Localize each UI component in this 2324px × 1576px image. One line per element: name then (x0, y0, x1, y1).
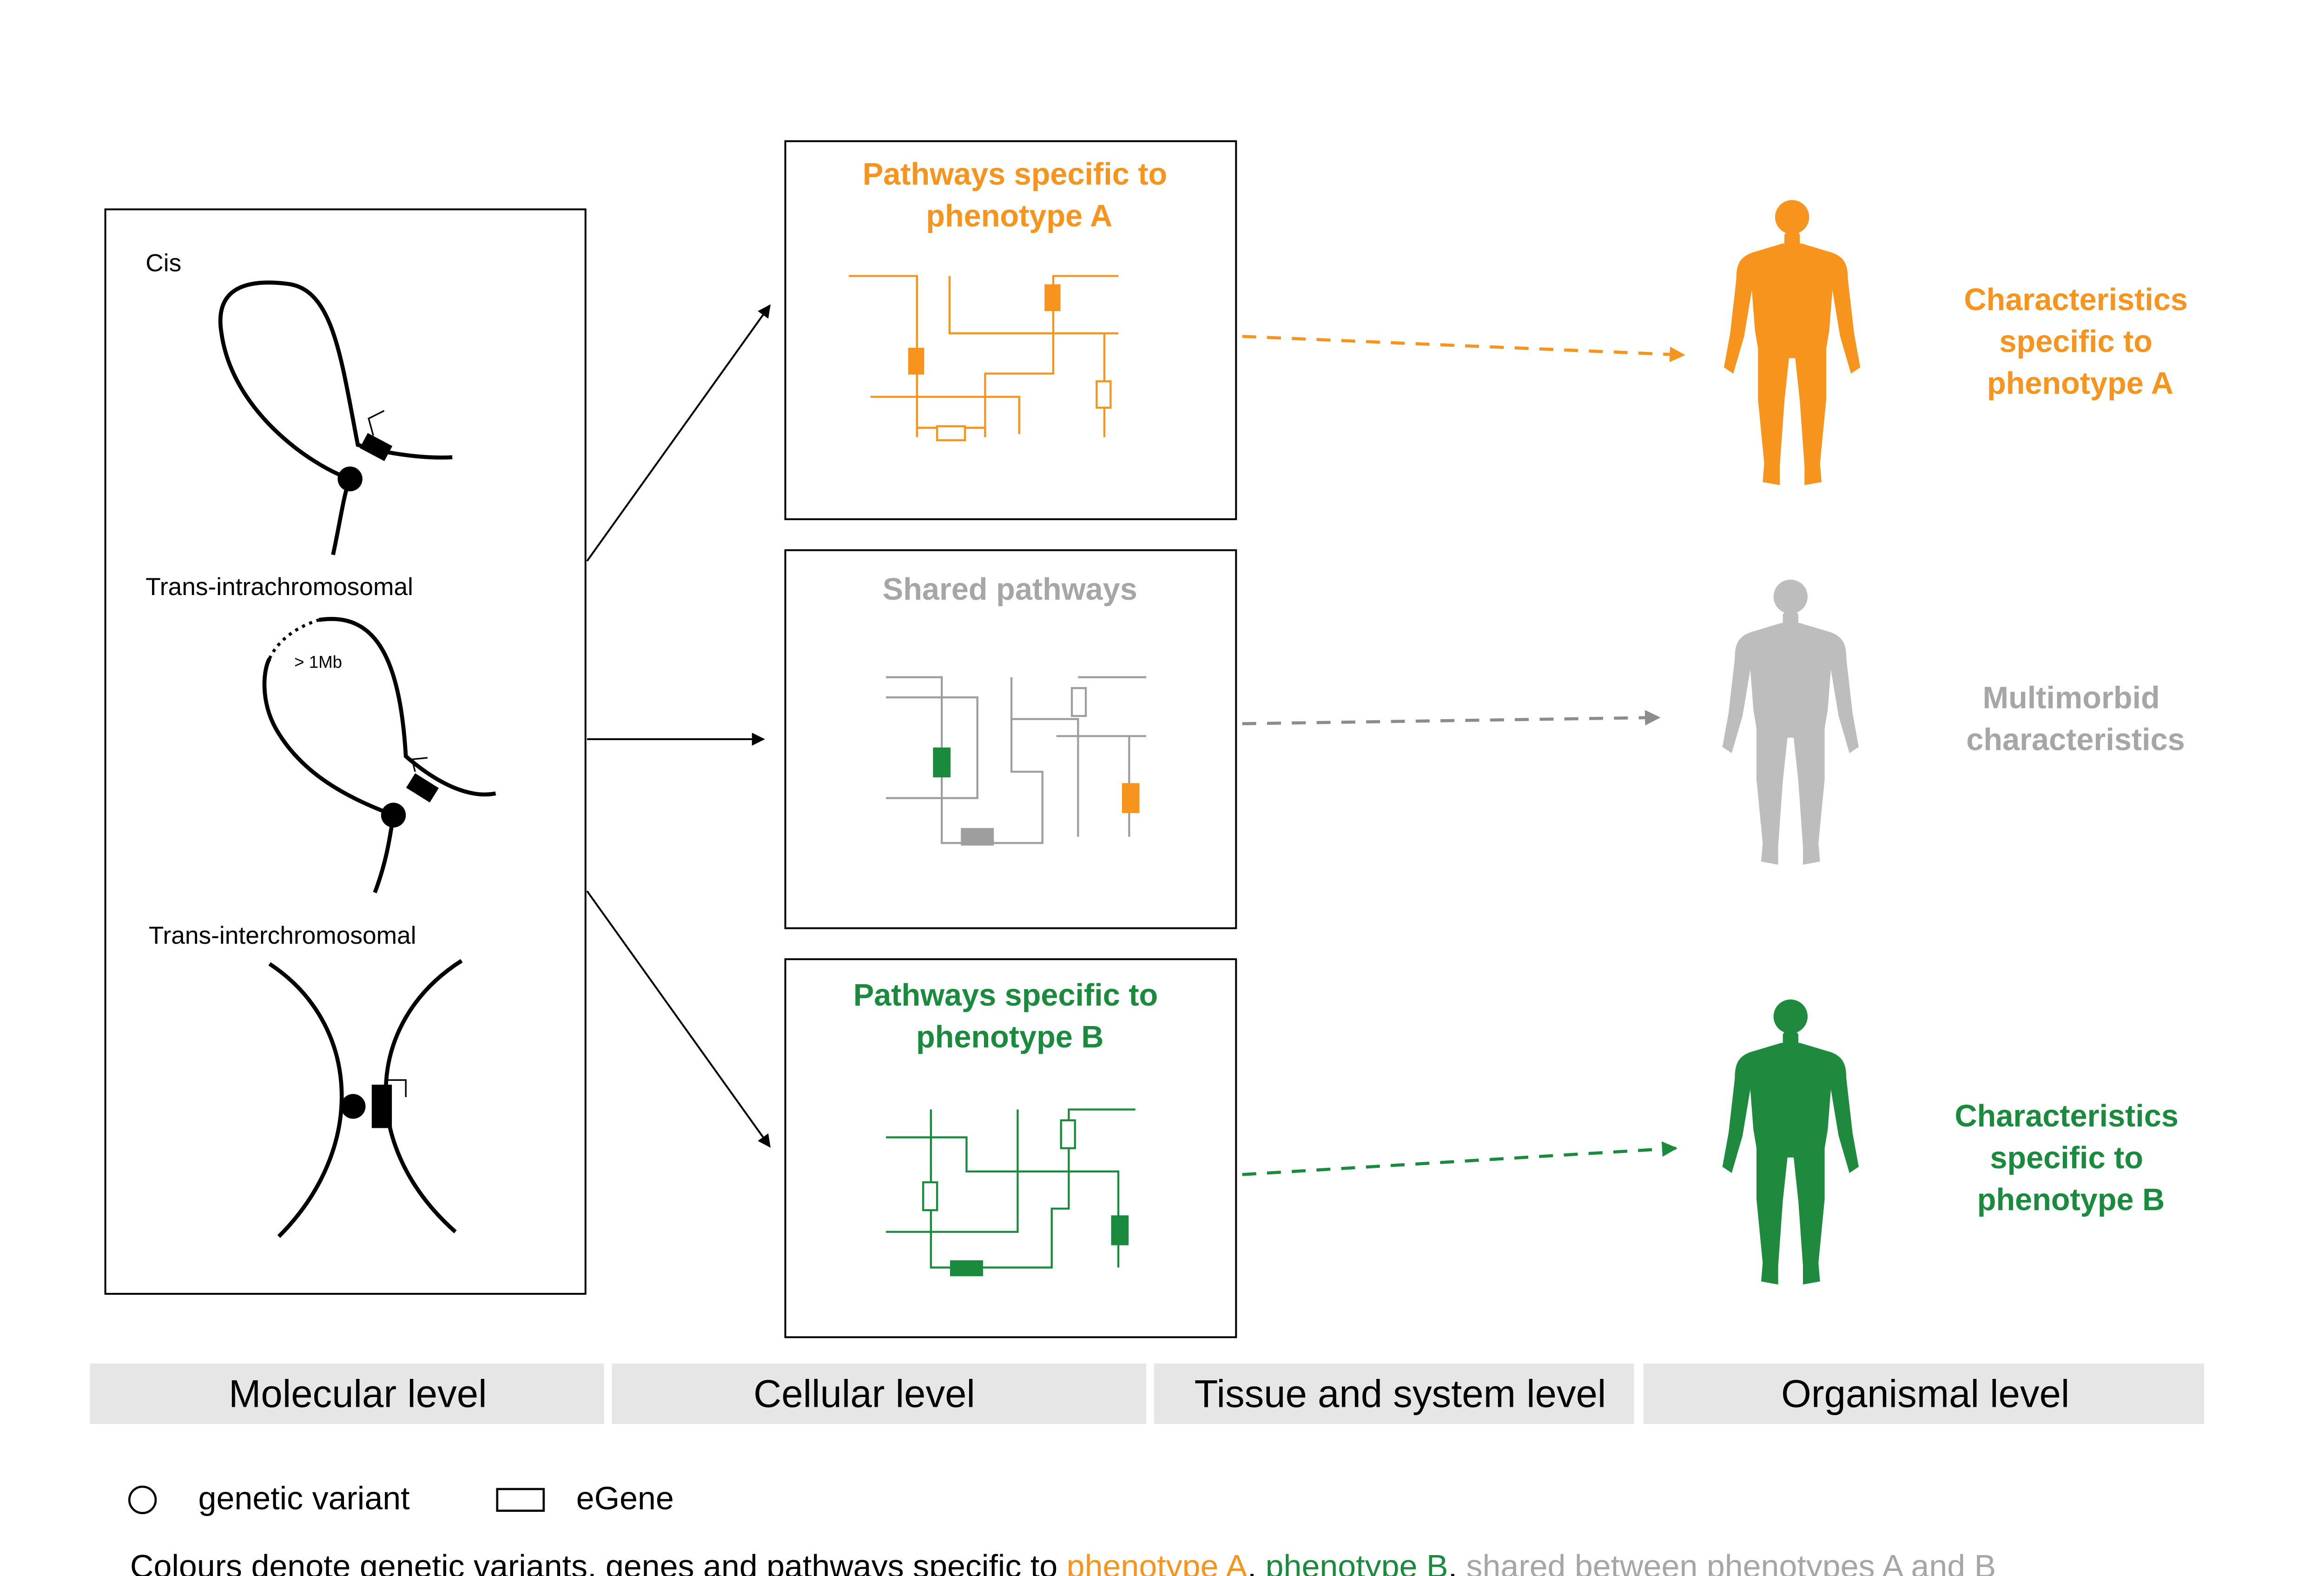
caption-shared: shared between phenotypes A and B (1466, 1548, 1996, 1576)
characteristics-shared-text: Multimorbid characteristics (1966, 681, 2185, 757)
arrow-to-pathways-b (586, 890, 771, 1148)
shared-pathways-box (784, 549, 1237, 929)
band-molecular (90, 1364, 604, 1424)
characteristics-b-text: Characteristics specific to phenotype B (1955, 1099, 2187, 1217)
trans-inter-diagram (268, 959, 463, 1238)
characteristics-a-text: Characteristics specific to phenotype A (1964, 283, 2197, 401)
trans-inter-genetic-variant (341, 1094, 366, 1119)
dashed-arrow-a (1242, 335, 1685, 362)
legend-caption: Colours denote genetic variants, genes a… (130, 1548, 1996, 1576)
pathways-b-network (886, 1108, 1136, 1277)
caption-phenotype-a: phenotype A (1067, 1548, 1248, 1576)
trans-intra-label: Trans-intrachromosomal (145, 573, 413, 601)
shared-pathways-network (886, 676, 1147, 846)
human-figure-b-icon (1722, 999, 1859, 1285)
trans-intra-diagram (262, 617, 496, 894)
trans-inter-egene (371, 1085, 392, 1128)
molecular-panel (104, 208, 587, 1295)
trans-intra-genetic-variant (381, 802, 406, 828)
cis-label: Cis (145, 250, 181, 277)
distance-label: > 1Mb (294, 653, 342, 672)
trans-inter-label: Trans-interchromosomal (149, 922, 416, 949)
legend-rectangle-icon (496, 1488, 545, 1512)
trans-intra-tss-arrow (411, 757, 428, 772)
cis-genetic-variant (337, 466, 363, 491)
human-figure-shared-icon (1722, 579, 1859, 865)
cis-loop-diagram (218, 280, 453, 556)
pathways-b-box (784, 958, 1237, 1338)
shared-pathways-title: Shared pathways (883, 572, 1137, 607)
pathways-a-box (784, 140, 1237, 520)
band-cellular (612, 1364, 1147, 1424)
legend-circle-icon (128, 1485, 157, 1514)
pathways-a-title: Pathways specific to phenotype A (863, 157, 1176, 233)
distance-gap-dotted (268, 618, 320, 660)
level-organismal: Organismal level (1781, 1372, 2069, 1415)
pathways-a-network (849, 275, 1119, 442)
caption-prefix: Colours denote genetic variants, genes a… (130, 1548, 1067, 1576)
pathways-b-title: Pathways specific to phenotype B (853, 978, 1167, 1054)
level-cellular: Cellular level (753, 1372, 975, 1415)
band-tissue (1154, 1364, 1634, 1424)
dashed-arrow-shared (1242, 710, 1661, 726)
trans-intra-egene (406, 773, 439, 803)
legend-egene-label: eGene (576, 1480, 674, 1516)
trans-inter-tss-arrow (387, 1079, 407, 1097)
legend-variant-label: genetic variant (198, 1480, 410, 1516)
human-figure-a-icon (1724, 200, 1861, 485)
dashed-arrow-b (1242, 1141, 1678, 1176)
cis-tss-arrow (368, 410, 385, 436)
level-tissue: Tissue and system level (1195, 1372, 1606, 1415)
arrow-to-pathways-a (586, 304, 771, 562)
level-molecular: Molecular level (229, 1372, 487, 1415)
band-organismal (1643, 1364, 2205, 1424)
cis-egene (359, 433, 393, 461)
caption-phenotype-b: phenotype B (1266, 1548, 1448, 1576)
